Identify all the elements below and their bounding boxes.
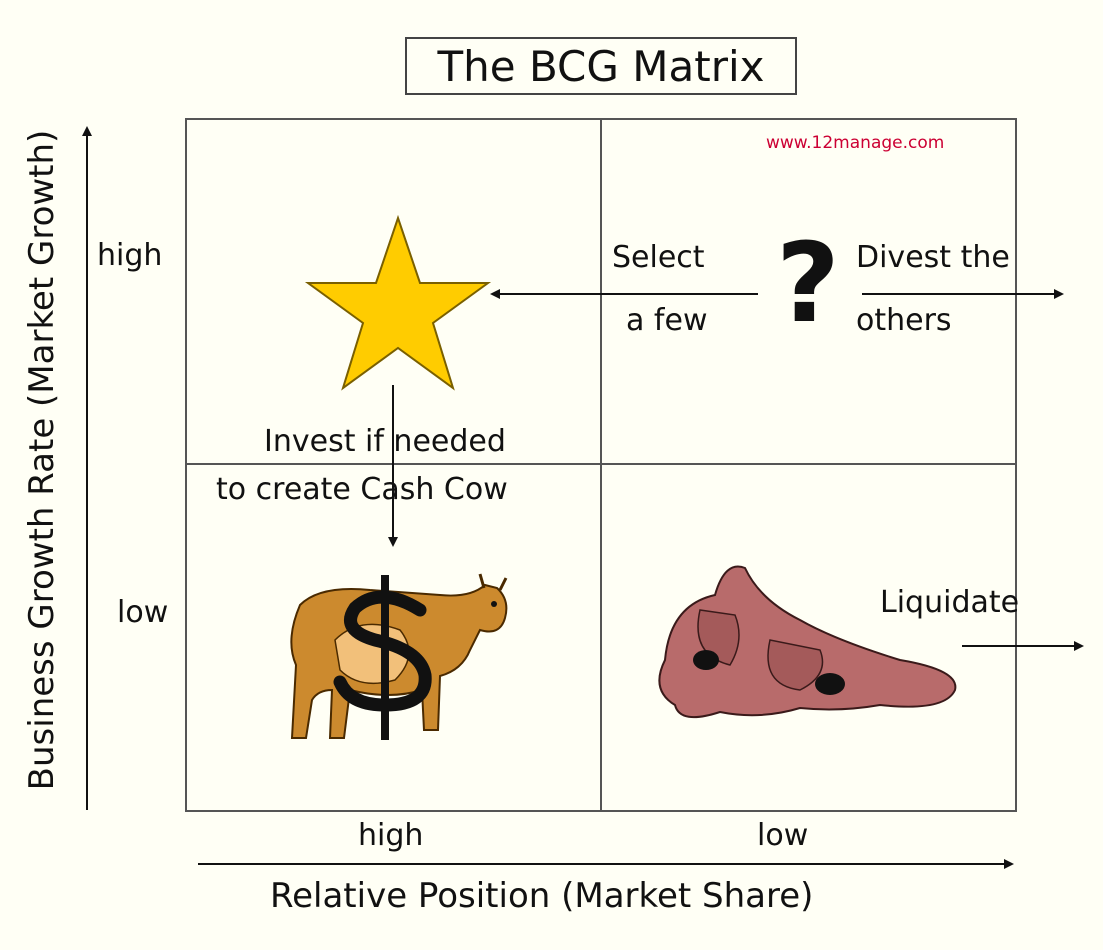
x-axis-low-label: low — [757, 818, 809, 853]
x-axis-high-label: high — [358, 818, 424, 853]
invest-label-line2: to create Cash Cow — [216, 472, 508, 507]
liquidate-label: Liquidate — [880, 585, 1020, 620]
invest-label-line1: Invest if needed — [264, 424, 506, 459]
y-axis-high-label: high — [97, 238, 163, 273]
y-axis-low-label: low — [117, 595, 169, 630]
x-axis-label: Relative Position (Market Share) — [270, 876, 814, 916]
star-icon — [304, 214, 492, 391]
matrix-horizontal-divider — [185, 463, 1017, 465]
select-label-line1: Select — [612, 240, 705, 275]
matrix-vertical-divider — [600, 118, 602, 812]
website-watermark: www.12manage.com — [766, 133, 945, 153]
select-label-line2: a few — [626, 303, 708, 338]
divest-label-line1: Divest the — [856, 240, 1010, 275]
divest-label-line2: others — [856, 303, 952, 338]
cash-cow-icon — [290, 573, 508, 740]
question-mark-icon: ? — [776, 219, 840, 347]
dog-icon — [658, 565, 957, 719]
diagram-title: The BCG Matrix — [405, 37, 797, 95]
